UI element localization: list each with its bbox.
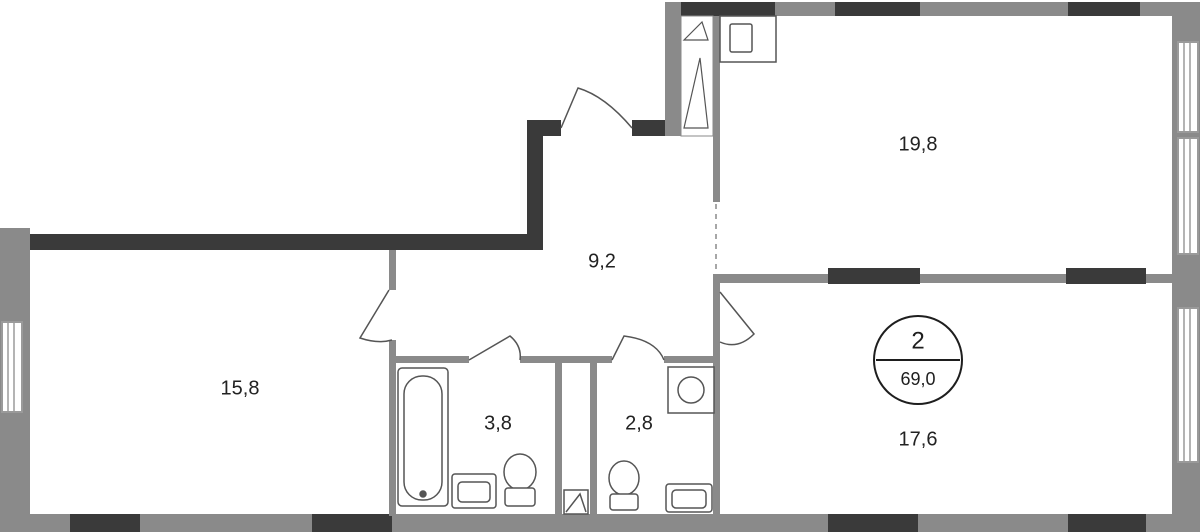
wall-segment — [665, 2, 775, 16]
wall-shaft-left — [665, 2, 681, 136]
interior-walls — [389, 15, 1174, 516]
doors — [358, 87, 756, 361]
window-right-top — [1177, 41, 1199, 133]
wall-segment — [70, 514, 140, 532]
window-right-mid — [1177, 137, 1199, 255]
partition-dark — [1066, 268, 1146, 284]
wall-segment — [835, 2, 920, 16]
wall-entrance-right — [632, 120, 672, 136]
partition-right-rooms — [716, 274, 1174, 283]
toilet-tank — [504, 487, 536, 507]
closet-icon — [682, 20, 709, 41]
window-right-bottom — [1177, 307, 1199, 463]
partition-vertical-top — [713, 16, 720, 202]
room-area-bedroom-top: 19,8 — [899, 133, 938, 155]
window-left — [1, 321, 23, 413]
partition-dark — [828, 268, 920, 284]
fixtures — [397, 366, 715, 515]
toilet-tank — [609, 493, 639, 511]
room-labels: 19,8 9,2 15,8 3,8 2,8 17,6 — [221, 133, 938, 450]
toilet-icon — [503, 453, 537, 491]
badge-rooms-count: 2 — [911, 327, 924, 354]
door-toilet — [611, 335, 665, 361]
partition-left-hall — [389, 250, 396, 290]
bathtub-drain — [419, 490, 427, 498]
room-area-hallway: 9,2 — [588, 250, 616, 272]
room-area-toilet: 2,8 — [625, 412, 653, 434]
room-area-bathroom: 3,8 — [484, 412, 512, 434]
sink-icon — [729, 23, 753, 53]
shaft-icon — [565, 492, 587, 513]
shaft-wall — [590, 363, 597, 515]
wall-upper-left — [18, 234, 540, 250]
wall-bottom — [0, 514, 1200, 532]
room-area-living-left: 15,8 — [221, 377, 260, 399]
sink-bowl — [671, 489, 707, 509]
shaft-wall — [555, 363, 562, 515]
room-area-bedroom-right: 17,6 — [899, 428, 938, 450]
closet-icon — [683, 57, 709, 129]
toilet-icon — [608, 460, 640, 496]
wall-segment — [1068, 514, 1146, 532]
partition-stub — [713, 274, 720, 292]
wall-segment — [1068, 2, 1140, 16]
windows — [1, 41, 1199, 463]
apartment-badge: 2 69,0 — [873, 315, 963, 405]
wall-segment — [828, 514, 918, 532]
door-bedroom-right — [719, 291, 756, 346]
wall-segment — [312, 514, 392, 532]
washing-machine-drum — [677, 376, 705, 404]
wall-step-vertical — [527, 120, 543, 250]
entrance-door — [560, 87, 633, 129]
door-living — [358, 289, 393, 343]
bath-top-wall — [389, 356, 469, 363]
badge-total-area: 69,0 — [900, 369, 935, 389]
partition-left-bath — [389, 340, 396, 516]
bath-top-wall — [520, 356, 612, 363]
sink-bowl — [457, 481, 491, 503]
door-bathroom — [468, 335, 522, 361]
bathtub-inner — [403, 375, 443, 501]
wall-step-top — [527, 120, 561, 136]
partition-toilet-right — [713, 292, 720, 516]
toilet-top-wall — [664, 356, 720, 363]
